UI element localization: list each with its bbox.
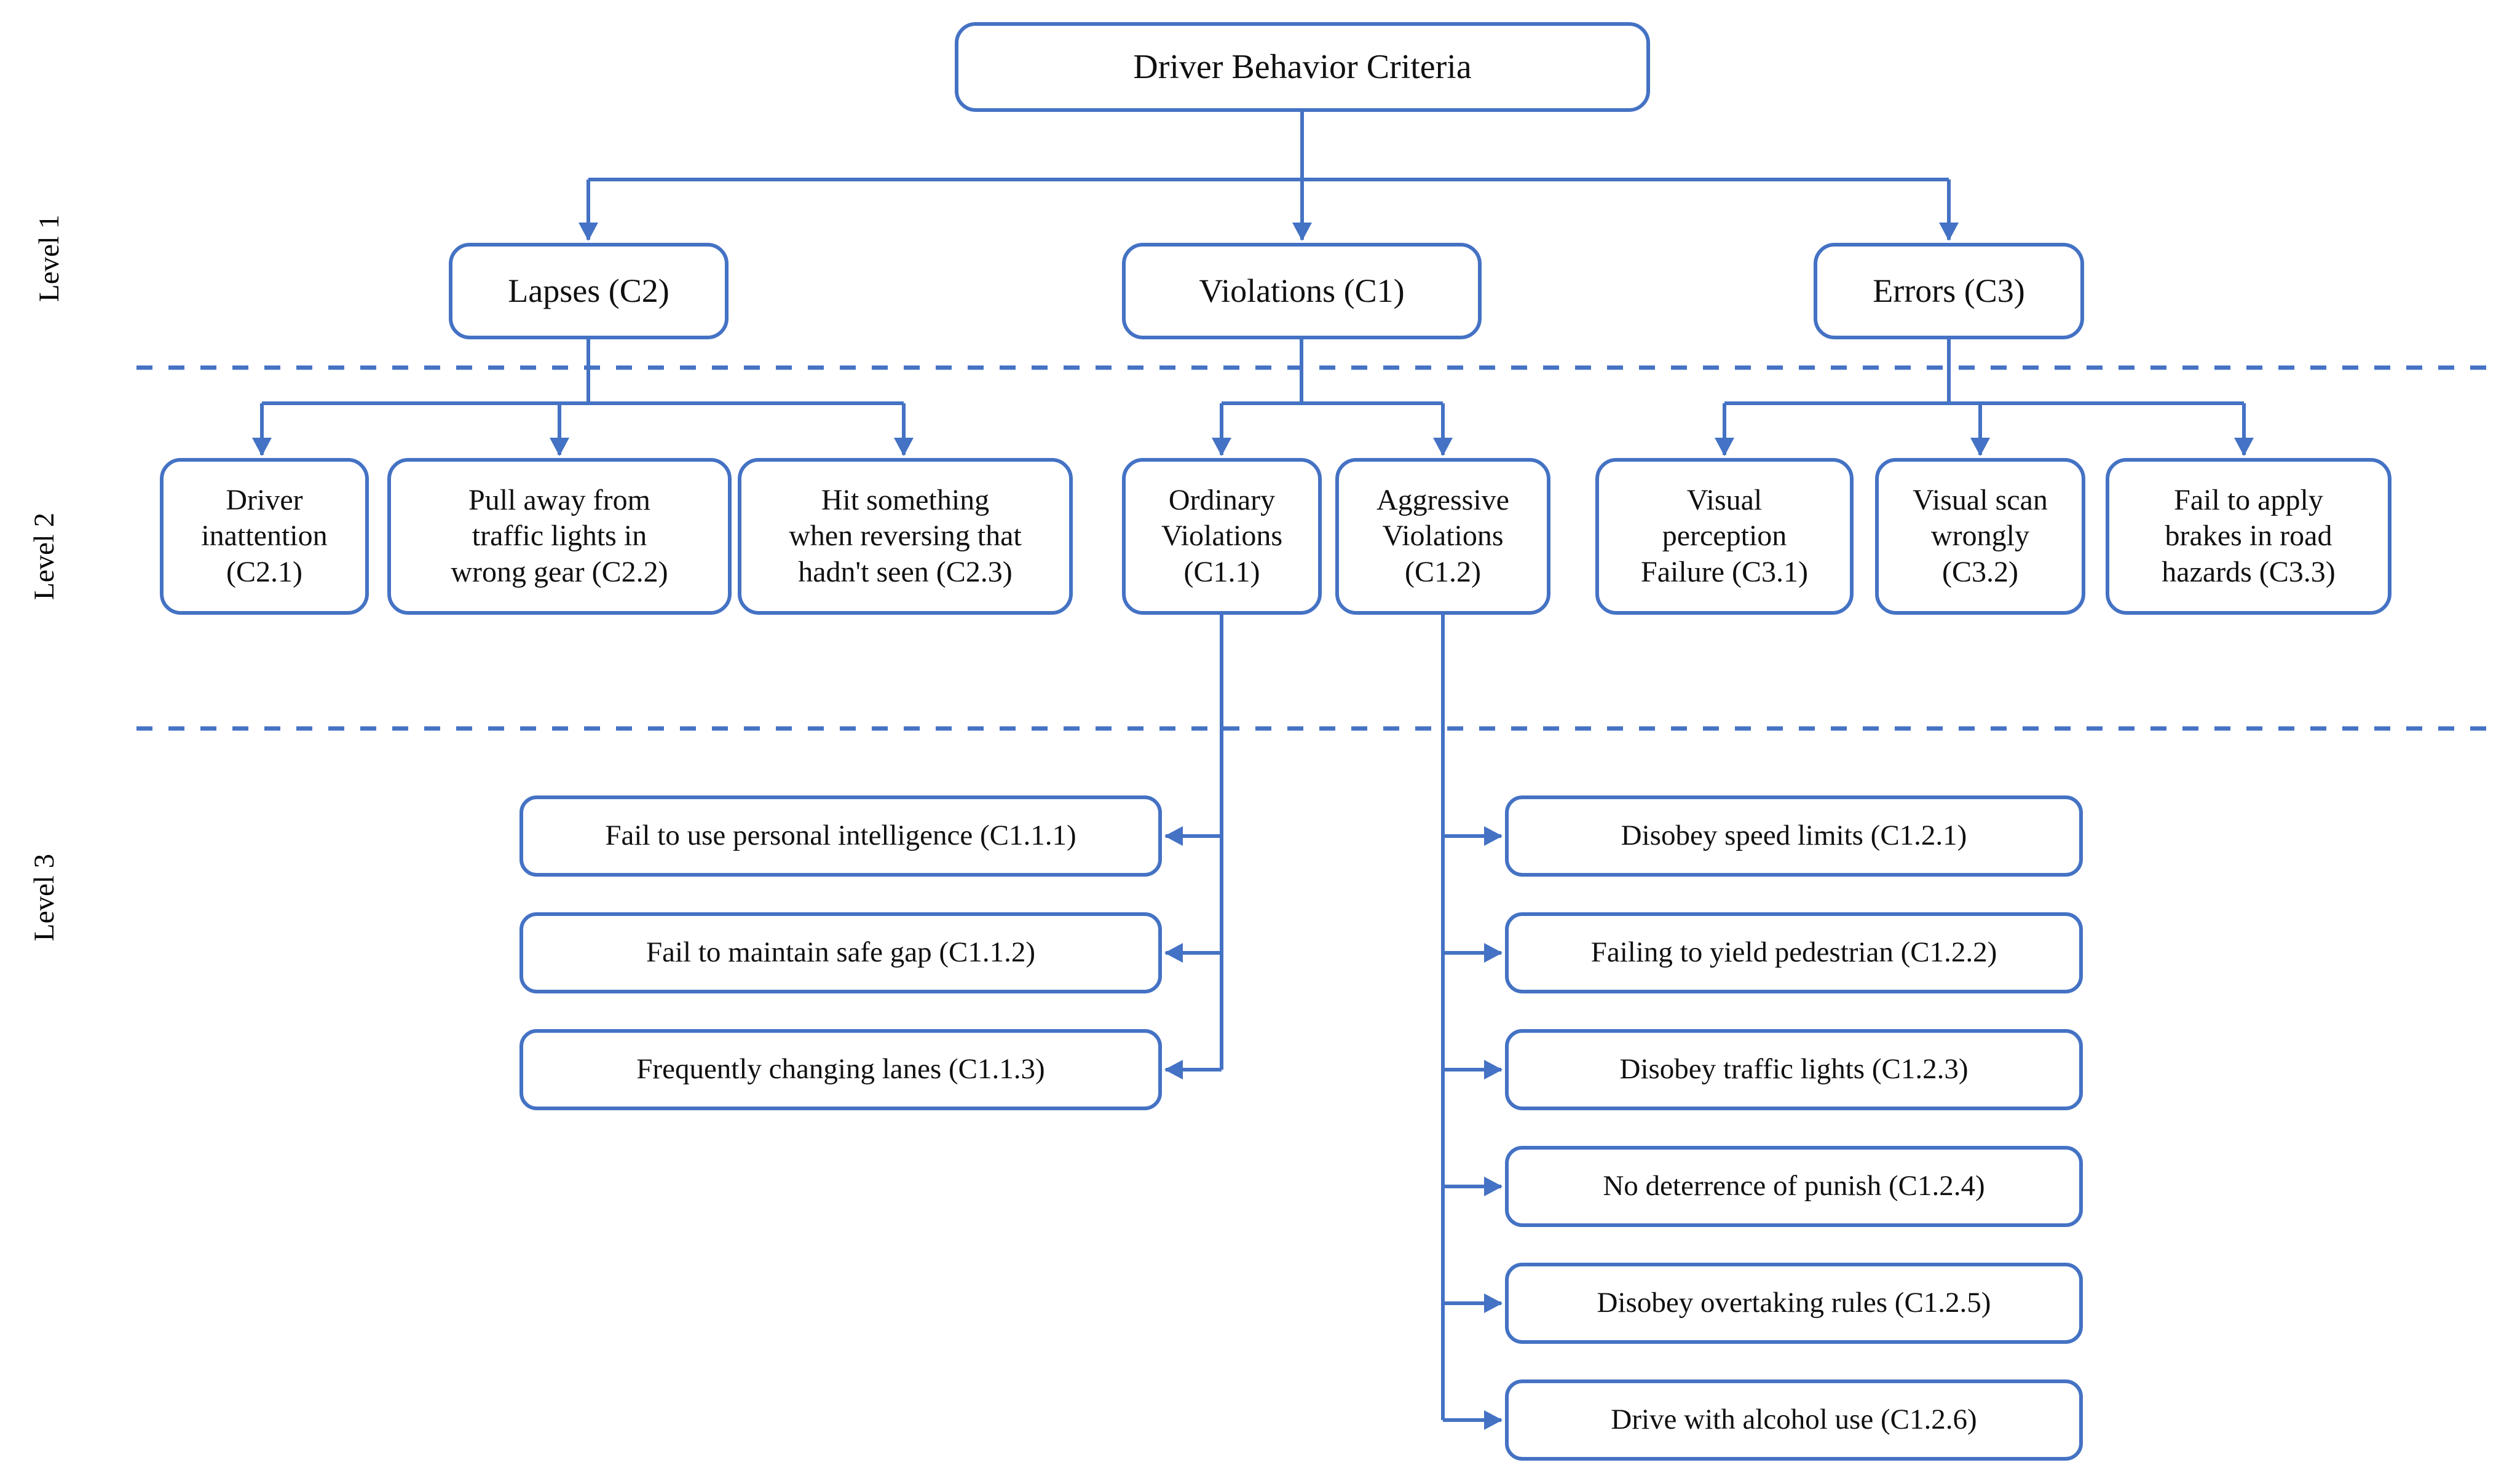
level3-axis-label: Level 3 <box>28 853 60 942</box>
node-aggressive-violations-c1-2: Aggressive Violations (C1.2) <box>1335 458 1550 615</box>
connector-errors-to-children <box>1715 339 2254 456</box>
level2-axis-label: Level 2 <box>28 512 60 601</box>
level1-axis-label: Level 1 <box>33 214 65 302</box>
connector-violations-to-children <box>1212 339 1453 456</box>
node-disobey-traffic-lights-c1-2-3: Disobey traffic lights (C1.2.3) <box>1505 1029 2083 1110</box>
node-fail-apply-brakes-c3-3: Fail to apply brakes in road hazards (C3… <box>2106 458 2391 615</box>
level-separator-dashed-lines <box>136 365 2489 731</box>
node-no-deterrence-punish-c1-2-4: No deterrence of punish (C1.2.4) <box>1505 1146 2083 1227</box>
connector-root-to-level1 <box>579 112 1959 241</box>
connector-lapses-to-children <box>252 339 914 456</box>
connector-c12-to-level3 <box>1441 615 1503 1430</box>
node-hit-something-reversing-c2-3: Hit something when reversing that hadn't… <box>738 458 1073 615</box>
node-ordinary-violations-c1-1: Ordinary Violations (C1.1) <box>1122 458 1322 615</box>
node-failing-yield-pedestrian-c1-2-2: Failing to yield pedestrian (C1.2.2) <box>1505 912 2083 993</box>
node-driver-behavior-criteria: Driver Behavior Criteria <box>955 22 1650 112</box>
node-violations-c1: Violations (C1) <box>1122 243 1482 339</box>
node-fail-maintain-safe-gap-c1-1-2: Fail to maintain safe gap (C1.1.2) <box>519 912 1162 993</box>
node-drive-with-alcohol-c1-2-6: Drive with alcohol use (C1.2.6) <box>1505 1379 2083 1461</box>
node-visual-perception-failure-c3-1: Visual perception Failure (C3.1) <box>1595 458 1854 615</box>
connector-c11-to-level3 <box>1164 615 1223 1079</box>
node-disobey-overtaking-rules-c1-2-5: Disobey overtaking rules (C1.2.5) <box>1505 1263 2083 1344</box>
node-pull-away-wrong-gear-c2-2: Pull away from traffic lights in wrong g… <box>387 458 732 615</box>
node-frequently-changing-lanes-c1-1-3: Frequently changing lanes (C1.1.3) <box>519 1029 1162 1110</box>
node-disobey-speed-limits-c1-2-1: Disobey speed limits (C1.2.1) <box>1505 795 2083 877</box>
node-errors-c3: Errors (C3) <box>1814 243 2084 339</box>
node-lapses-c2: Lapses (C2) <box>449 243 729 339</box>
node-fail-personal-intelligence-c1-1-1: Fail to use personal intelligence (C1.1.… <box>519 795 1162 877</box>
node-driver-inattention-c2-1: Driver inattention (C2.1) <box>160 458 369 615</box>
node-visual-scan-wrongly-c3-2: Visual scan wrongly (C3.2) <box>1875 458 2085 615</box>
